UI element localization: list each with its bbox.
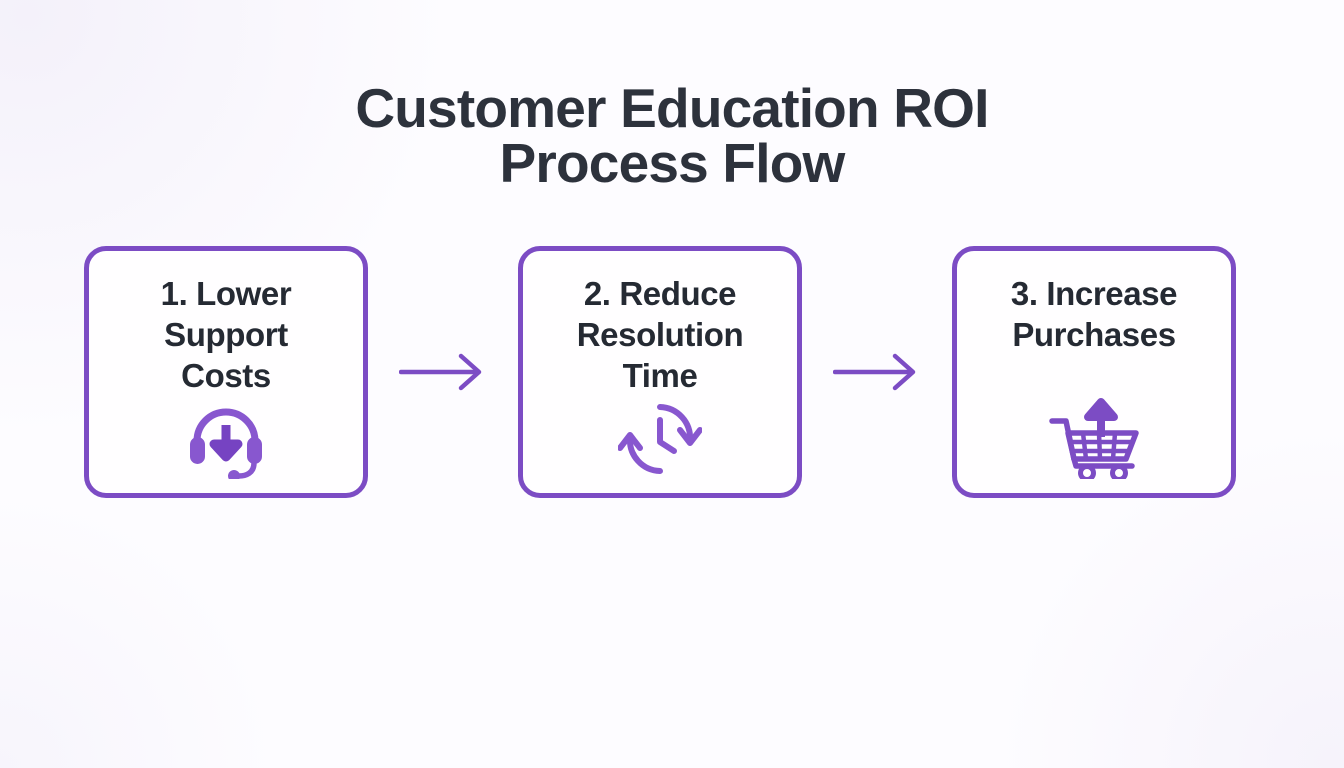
arrow-right-icon [833,353,916,391]
flow-connector-2 [829,352,925,392]
flow-connector-1 [395,352,491,392]
clock-rotate-icon [618,396,702,479]
headset-down-arrow-icon [183,396,269,479]
shopping-cart-up-arrow-icon [1046,393,1142,479]
process-flow-diagram: 1. Lower Support Costs [84,246,1236,498]
flow-step-1[interactable]: 1. Lower Support Costs [84,246,368,498]
flow-step-3-label: 3. Increase Purchases [1010,275,1178,353]
page-title: Customer Education ROI Process Flow [355,76,989,194]
flow-step-1-label: 1. Lower Support Costs [160,275,292,394]
flow-step-2-label: 2. Reduce Resolution Time [576,275,744,394]
flow-step-2[interactable]: 2. Reduce Resolution Time [518,246,802,498]
flow-step-3[interactable]: 3. Increase Purchases [952,246,1236,498]
arrow-right-icon [399,353,482,391]
